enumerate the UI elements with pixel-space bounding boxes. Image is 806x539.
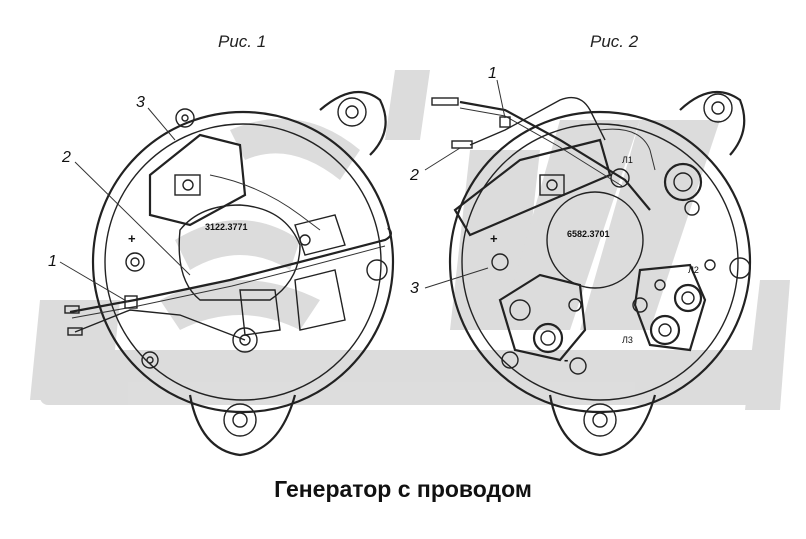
figure1-title: Рис. 1 <box>218 32 267 51</box>
fig1-wire-long-b <box>71 245 386 319</box>
fig1-wire-short <box>74 309 246 341</box>
fig2-diode-1-core <box>540 330 556 346</box>
fig2-diode-5-core <box>658 323 672 337</box>
fig1-housing-inner <box>104 123 382 401</box>
fig1-leader-2 <box>74 161 191 276</box>
fig1-part-number: 3122.3771 <box>205 222 248 232</box>
figure2-generator: 6582.3701 + - Л1 Л2 Л3 <box>409 65 752 457</box>
fig1-rectifier-plate <box>178 204 301 301</box>
fig2-wire-end-1 <box>431 97 459 106</box>
fig2-bottom-bolt <box>583 403 617 437</box>
fig2-leader-2 <box>424 147 461 171</box>
fig2-bottom-bolt-hole <box>592 412 608 428</box>
fig1-top-ear <box>319 90 387 156</box>
fig1-plus-sign: + <box>128 231 136 246</box>
diagram-caption: Генератор с проводом <box>274 476 532 502</box>
fig1-screw-top-core <box>181 114 189 122</box>
fig2-right-heat-sink <box>633 263 707 352</box>
fig2-diode-3 <box>568 298 582 312</box>
fig1-bearing <box>232 327 258 353</box>
fig2-small-terminal-2 <box>704 259 716 271</box>
fig2-diode-4-core <box>681 291 695 305</box>
fig2-callout-3: 3 <box>410 280 419 297</box>
fig1-callout-1: 1 <box>48 253 57 270</box>
fig1-plus-terminal <box>125 252 145 272</box>
fig1-top-bolt-hole <box>345 105 359 119</box>
fig2-regulator-block <box>453 138 612 237</box>
fig2-screw-bottom <box>569 357 587 375</box>
fig2-wire-end-2 <box>451 140 473 149</box>
fig2-top-ear <box>679 90 746 156</box>
fig2-diode-6 <box>632 297 648 313</box>
fig2-terminal-small <box>684 200 700 216</box>
fig2-wire-2 <box>469 96 606 146</box>
fig2-callout-2: 2 <box>409 167 419 184</box>
fig2-diode-1 <box>532 322 564 354</box>
fig1-callout-2: 2 <box>61 149 71 166</box>
fig2-diode-7 <box>654 279 666 291</box>
fig1-regulator-screw <box>182 179 194 191</box>
fig1-bottom-ear <box>188 394 297 457</box>
fig1-wire-end-1 <box>64 305 80 314</box>
fig2-top-bolt-hole <box>711 101 725 115</box>
fig2-top-terminal <box>610 168 630 188</box>
fig2-regulator-screw <box>546 179 558 191</box>
fig2-capacitor-core <box>673 172 693 192</box>
fig1-wire-long <box>69 227 392 314</box>
fig2-diode-5 <box>649 314 681 346</box>
fig2-capacitor <box>663 162 703 202</box>
fig2-regulator-terminal <box>539 174 565 196</box>
fig2-part-number: 6582.3701 <box>567 229 610 239</box>
fig1-bearing-core <box>239 334 251 346</box>
fig1-bottom-bolt-hole <box>232 412 248 428</box>
fig1-screw-top <box>175 108 195 128</box>
figure2-title: Рис. 2 <box>590 32 639 51</box>
fig1-terminal-screw <box>299 234 311 246</box>
fig2-leader-1 <box>496 79 506 119</box>
fig1-bottom-bolt <box>223 403 257 437</box>
figure1-generator: 3122.3771 + 1 <box>48 90 395 457</box>
fig1-regulator-block <box>148 133 247 227</box>
fig1-callout-3: 3 <box>136 94 145 111</box>
fig2-heat-sink <box>498 273 587 362</box>
fig1-wire-loop <box>209 174 321 231</box>
fig2-plus-terminal <box>491 253 509 271</box>
fig2-right-bolt <box>729 257 751 279</box>
fig1-plus-terminal-core <box>130 257 140 267</box>
fig2-bottom-ear <box>548 394 657 457</box>
fig2-rectifier-plate <box>546 191 644 289</box>
fig1-housing-outer <box>91 110 395 414</box>
fig2-wire-1b <box>459 107 623 187</box>
fig2-housing-outer <box>448 110 752 414</box>
fig1-top-bolt <box>337 97 367 127</box>
fig2-minus-sign: - <box>564 352 568 367</box>
fig1-leader-1 <box>59 261 129 303</box>
fig1-leader-3 <box>147 107 176 141</box>
fig2-top-bolt <box>703 93 733 123</box>
fig1-right-bolt <box>366 259 388 281</box>
fig2-wire-1 <box>459 100 651 211</box>
fig1-screw-left <box>141 351 159 369</box>
fig2-plus-sign: + <box>490 231 498 246</box>
fig2-terminal-l2: Л2 <box>688 265 699 275</box>
fig1-screw-left-core <box>146 356 154 364</box>
fig2-diode-2 <box>509 299 531 321</box>
fig1-regulator-terminal <box>174 174 201 196</box>
fig1-lower-cutout <box>294 269 346 331</box>
fig2-leader-3 <box>424 267 489 289</box>
fig1-wire-end-2 <box>67 327 83 336</box>
fig1-wire-clamp <box>124 295 138 309</box>
fig2-wire-loop <box>599 128 656 171</box>
fig2-callout-1: 1 <box>488 65 497 82</box>
fig1-center-cutout <box>239 289 281 336</box>
fig1-terminal-block <box>294 214 346 256</box>
fig2-diode-4 <box>673 283 703 313</box>
fig2-terminal-l1: Л1 <box>622 155 633 165</box>
fig2-screw-left <box>501 351 519 369</box>
fig2-housing-inner <box>461 123 739 401</box>
fig2-terminal-l3: Л3 <box>622 335 633 345</box>
